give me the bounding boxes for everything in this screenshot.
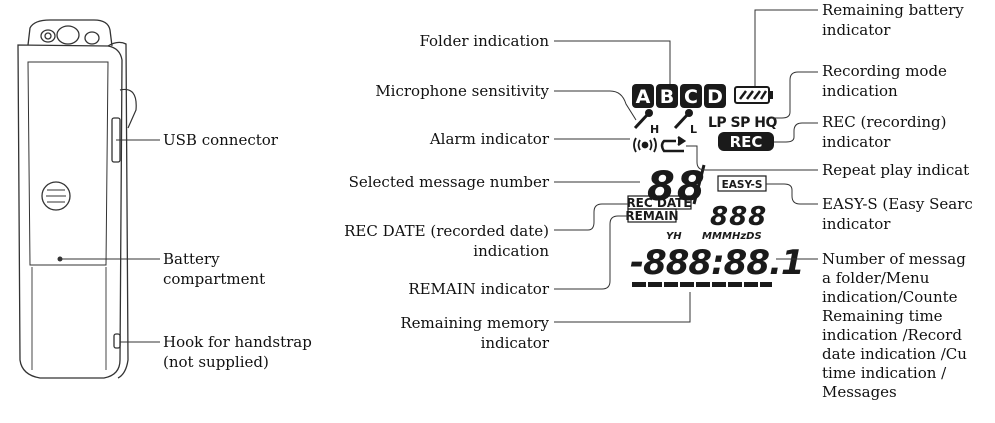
label-folder: Folder indication (419, 32, 549, 50)
label-hook-2: (not supplied) (163, 353, 269, 371)
label-repeat: Repeat play indicat (822, 161, 970, 179)
unit-mm: MM (702, 231, 722, 242)
memory-bars (632, 282, 772, 287)
mic-l: L (690, 123, 697, 136)
line-repeat (686, 145, 818, 171)
easy-s-text: EASY-S (722, 179, 763, 191)
label-memory-2: indicator (480, 334, 549, 352)
line-folder (554, 40, 671, 84)
line-battery-ind (754, 9, 818, 86)
rec-date-remain: REC DATE REMAIN (625, 195, 692, 223)
label-remain: REMAIN indicator (408, 280, 549, 298)
label-battery-ind-1: Remaining battery (822, 1, 964, 19)
label-number-3: indication/Counte (822, 288, 958, 306)
label-memory-1: Remaining memory (400, 314, 549, 332)
label-number-7: time indication / (822, 364, 947, 382)
battery-icon (734, 86, 773, 104)
label-number-2: a folder/Menu (822, 269, 930, 287)
line-recdate (554, 203, 628, 231)
label-rec-2: indicator (822, 133, 891, 151)
label-number-5: indication /Record (822, 326, 962, 344)
label-battery-ind-2: indicator (822, 21, 891, 39)
rec-indicator: REC (718, 132, 774, 151)
label-recdate-2: indication (473, 242, 549, 260)
label-easys-1: EASY-S (Easy Searc (822, 195, 973, 213)
label-alarm: Alarm indicator (429, 130, 549, 148)
folder-d: D (707, 86, 723, 108)
line-rec (774, 122, 818, 143)
line-easys (766, 183, 818, 205)
folder-c: C (684, 86, 698, 108)
label-mode-1: Recording mode (822, 62, 947, 80)
label-rec-1: REC (recording) (822, 113, 947, 131)
line-mode (772, 71, 818, 119)
line-memory (554, 292, 691, 323)
label-mic: Microphone sensitivity (375, 82, 549, 100)
folder-a: A (636, 86, 651, 108)
mic-h: H (650, 123, 659, 136)
folder-letters: A B C D (632, 84, 726, 108)
label-easys-2: indicator (822, 215, 891, 233)
slash-separator (692, 164, 706, 205)
recording-modes: LP SP HQ (708, 115, 777, 131)
main-counter: -888:88.1 (630, 243, 804, 283)
label-number-6: date indication /Cu (822, 345, 967, 363)
repeat-icon (660, 136, 687, 153)
line-remain (554, 215, 628, 290)
rec-date-text: REC DATE (626, 196, 691, 210)
label-mode-2: indication (822, 82, 898, 100)
remain-text: REMAIN (625, 209, 678, 223)
label-selected: Selected message number (348, 173, 549, 191)
label-battery-compartment-2: compartment (163, 270, 266, 288)
rec-text: REC (730, 133, 763, 151)
label-recdate-1: REC DATE (recorded date) (344, 222, 549, 240)
label-usb-connector: USB connector (163, 131, 278, 149)
small-counter: 888 (710, 202, 767, 232)
unit-yh: YH (666, 231, 682, 242)
label-number-8: Messages (822, 383, 897, 401)
recorder-body (17, 19, 137, 379)
folder-b: B (660, 86, 674, 108)
battery-dot (57, 256, 63, 262)
mic-sensitivity-icons: H L (633, 109, 697, 136)
label-hook-1: Hook for handstrap (163, 333, 312, 351)
label-battery-compartment-1: Battery (163, 250, 220, 268)
line-mic (554, 90, 637, 121)
label-number-1: Number of messag (822, 250, 966, 268)
label-number-4: Remaining time (822, 307, 943, 325)
alarm-icon (633, 137, 657, 153)
unit-mhzds: MHzDS (722, 231, 762, 242)
